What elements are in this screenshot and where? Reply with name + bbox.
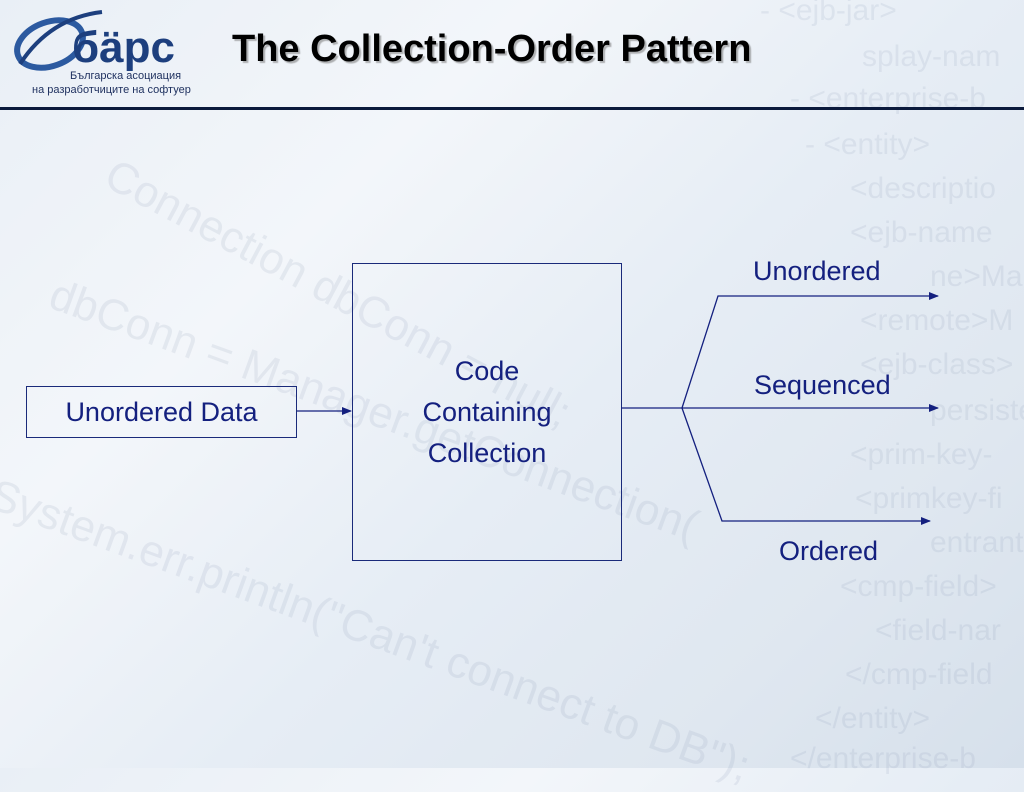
logo-brand: бäрс: [72, 23, 175, 72]
connector-lines: [297, 292, 939, 525]
output-label-ordered: Ordered: [779, 536, 879, 566]
process-line: Containing: [422, 396, 552, 427]
bars-logo: бäрс Българска асоциация на разработчици…: [10, 6, 205, 98]
input-box-label: Unordered Data: [65, 396, 258, 427]
unordered-arrow: [681, 292, 939, 409]
slide-header: бäрс Българска асоциация на разработчици…: [0, 0, 1024, 110]
logo-subtitle-line1: Българска асоциация: [70, 70, 182, 82]
bars-logo-icon: бäрс: [14, 10, 175, 72]
output-label-sequenced: Sequenced: [754, 370, 891, 400]
process-line: Code: [454, 355, 520, 386]
slide-title: The Collection-Order Pattern: [232, 28, 752, 70]
process-box-label: Code Containing Collection: [422, 351, 551, 474]
process-box: Code Containing Collection: [352, 263, 622, 561]
ordered-arrow: [681, 407, 931, 525]
output-label-unordered: Unordered: [753, 256, 881, 286]
logo-subtitle-line2: на разработчиците на софтуер: [32, 84, 191, 96]
input-box: Unordered Data: [26, 386, 297, 438]
header-divider: [0, 107, 1024, 110]
process-line: Collection: [427, 437, 547, 468]
